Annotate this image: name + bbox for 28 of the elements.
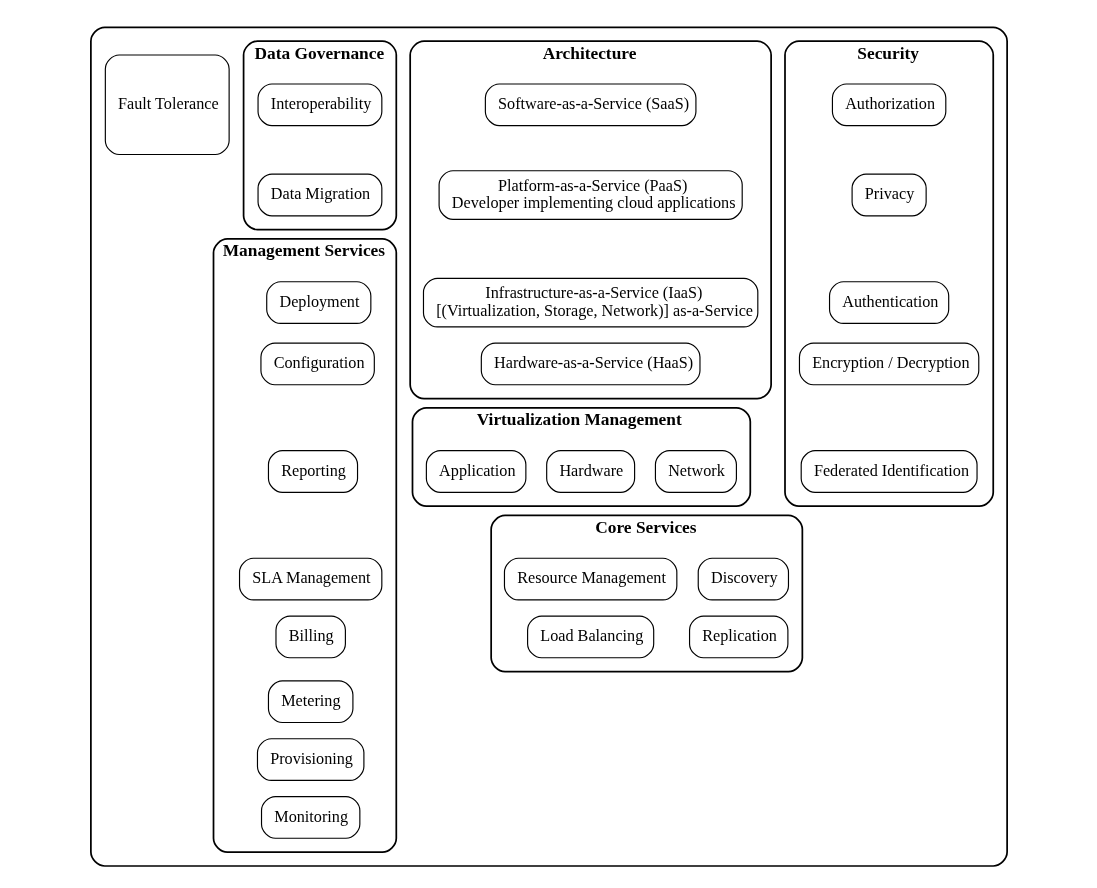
node-box: SLA Management (238, 557, 382, 601)
node-box: Configuration (259, 342, 375, 386)
node-box: Data Migration (256, 173, 382, 217)
node-box: Application (425, 450, 526, 493)
node-box: Infrastructure-as-a-Service (IaaS) [(Virtualization, Storage, Network)] as-a-Service (422, 277, 758, 328)
node-box: Metering (267, 680, 353, 724)
node-box: Interoperability (256, 83, 382, 127)
cluster (89, 26, 1008, 867)
node-box: Hardware-as-a-Service (HaaS) (480, 342, 701, 386)
node-box: Load Balancing (526, 615, 654, 659)
node-box: Resource Management (503, 557, 677, 601)
node-box: Software-as-a-Service (SaaS) (484, 83, 696, 127)
node-box: Hardware (545, 450, 635, 493)
node-box: Authentication (828, 281, 949, 324)
node-box: Deployment (265, 281, 371, 324)
node-box: Billing (274, 615, 346, 659)
node-box: Authorization (831, 83, 946, 127)
node-box: Federated Identification (800, 450, 978, 493)
node-box: Fault Tolerance (104, 54, 230, 156)
node-box: Reporting (267, 450, 358, 493)
node-box: Provisioning (256, 738, 364, 781)
node-box: Network (654, 450, 737, 493)
node-box: Encryption / Decryption (798, 342, 979, 386)
node-box: Privacy (851, 173, 927, 217)
node-box: Discovery (697, 557, 789, 601)
node-box: Monitoring (260, 796, 360, 839)
node-box: Replication (688, 615, 788, 659)
node-box: Platform-as-a-Service (PaaS) Developer implementing cloud applications (438, 170, 743, 220)
